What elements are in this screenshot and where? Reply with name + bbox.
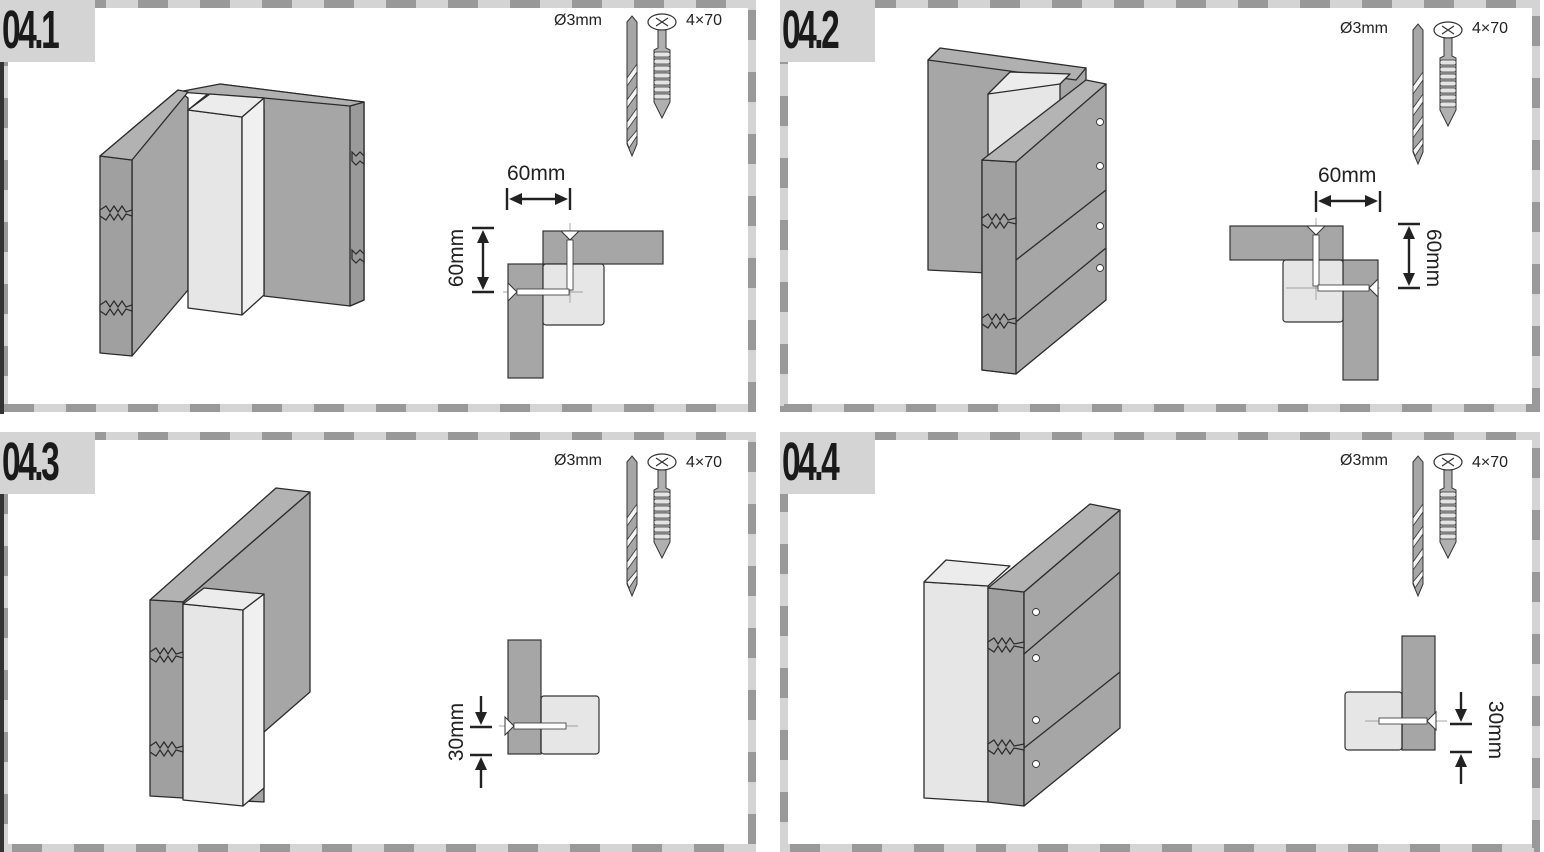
- drill-bit-icon: [1412, 455, 1424, 598]
- drill-size-label: Ø3mm: [1340, 20, 1388, 37]
- step-label: 04.3: [0, 432, 96, 494]
- illustration-end-post-logs: [923, 503, 1121, 807]
- drill-bit-icon: [626, 15, 638, 158]
- drill-size-label: Ø3mm: [554, 12, 602, 29]
- panel-step-04-2: 04.2 Ø3mm 4×70: [780, 0, 1544, 414]
- drill-size-label: Ø3mm: [1340, 452, 1388, 469]
- drill-bit-icon: [1412, 23, 1424, 166]
- section-diagram: [470, 639, 600, 788]
- section-diagram: [472, 188, 664, 379]
- panel-step-04-1: 04.1 Ø3mm 4×70: [0, 0, 760, 414]
- screw-icon: [1433, 453, 1463, 560]
- dimension-horizontal-label: 60mm: [507, 162, 566, 185]
- dashed-frame: [780, 0, 1540, 412]
- panel-step-04-3: 04.3 Ø3mm 4×70 30mm: [0, 432, 760, 852]
- section-diagram: [1344, 635, 1472, 784]
- drill-bit-icon: [626, 455, 638, 598]
- illustration-outer-corner: [927, 47, 1107, 375]
- step-label: 04.1: [0, 0, 96, 62]
- section-diagram: [1229, 191, 1420, 381]
- illustration-end-post: [149, 487, 311, 807]
- screw-size-label: 4×70: [1472, 454, 1509, 471]
- dashed-frame: [780, 432, 1540, 852]
- dimension-horizontal-label: 60mm: [1318, 164, 1377, 187]
- screw-icon: [1433, 21, 1463, 128]
- panel-step-04-4: 04.4 Ø3mm 4×70 30mm: [780, 432, 1544, 852]
- screw-size-label: 4×70: [686, 12, 723, 29]
- illustration-inner-corner: [99, 83, 365, 357]
- drill-size-label: Ø3mm: [554, 452, 602, 469]
- dashed-frame: [0, 432, 756, 852]
- step-label: 04.4: [780, 432, 876, 494]
- screw-size-label: 4×70: [686, 454, 723, 471]
- screw-icon: [647, 13, 677, 120]
- dashed-frame: [0, 0, 756, 414]
- screw-size-label: 4×70: [1472, 20, 1509, 37]
- screw-icon: [647, 453, 677, 560]
- step-label: 04.2: [780, 0, 876, 62]
